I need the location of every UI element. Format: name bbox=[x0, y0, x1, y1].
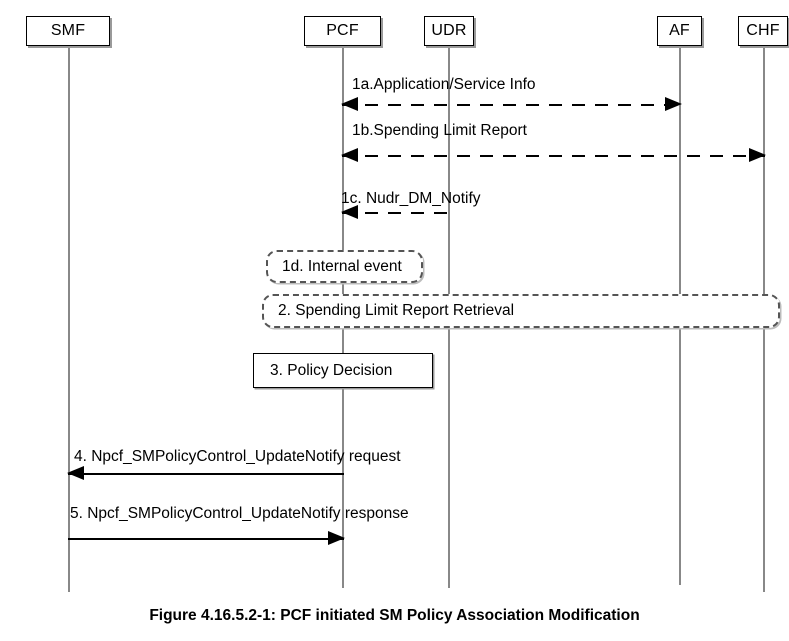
arrowhead-right-icon bbox=[328, 531, 345, 545]
message-line-1b bbox=[342, 155, 765, 158]
actor-box-smf: SMF bbox=[26, 16, 110, 46]
actor-label-smf: SMF bbox=[50, 22, 86, 39]
process-box-internal-event: 1d. Internal event bbox=[266, 250, 423, 283]
process-box-label-2: 2. Spending Limit Report Retrieval bbox=[278, 302, 515, 320]
arrowhead-left-icon bbox=[67, 466, 84, 480]
arrowhead-left-icon bbox=[341, 97, 358, 111]
arrowhead-right-icon bbox=[665, 97, 682, 111]
process-box-label-3: 3. Policy Decision bbox=[270, 361, 393, 379]
actor-box-udr: UDR bbox=[424, 16, 474, 46]
message-line-4 bbox=[68, 473, 344, 475]
process-box-label-1d: 1d. Internal event bbox=[282, 257, 402, 275]
message-label-4: 4. Npcf_SMPolicyControl_UpdateNotify req… bbox=[74, 448, 401, 465]
message-label-1b: 1b.Spending Limit Report bbox=[352, 122, 527, 139]
actor-box-pcf: PCF bbox=[304, 16, 381, 46]
actor-box-af: AF bbox=[657, 16, 702, 46]
actor-label-af: AF bbox=[669, 22, 690, 39]
actor-box-chf: CHF bbox=[738, 16, 788, 46]
arrowhead-right-icon bbox=[749, 148, 766, 162]
actor-label-udr: UDR bbox=[431, 22, 467, 39]
arrowhead-left-icon bbox=[341, 148, 358, 162]
message-label-1a: 1a.Application/Service Info bbox=[352, 76, 536, 93]
actor-label-chf: CHF bbox=[746, 22, 780, 39]
message-line-5 bbox=[68, 538, 344, 540]
figure-caption: Figure 4.16.5.2-1: PCF initiated SM Poli… bbox=[149, 607, 640, 624]
message-label-5: 5. Npcf_SMPolicyControl_UpdateNotify res… bbox=[70, 505, 409, 522]
lifeline-smf bbox=[68, 46, 70, 592]
process-box-spending-limit-report-retrieval: 2. Spending Limit Report Retrieval bbox=[262, 294, 780, 328]
message-line-1c bbox=[342, 212, 449, 215]
message-label-1c: 1c. Nudr_DM_Notify bbox=[341, 190, 481, 207]
arrowhead-left-icon bbox=[341, 205, 358, 219]
actor-label-pcf: PCF bbox=[326, 22, 359, 39]
message-line-1a bbox=[342, 104, 681, 107]
process-box-policy-decision: 3. Policy Decision bbox=[253, 353, 433, 388]
